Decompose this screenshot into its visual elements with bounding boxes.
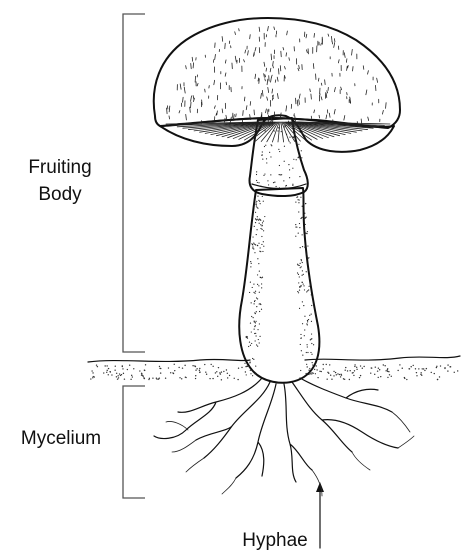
fruiting-body-label-line2: Body xyxy=(38,184,82,205)
fruiting-body-label-line1: Fruiting xyxy=(28,157,91,178)
soil-line xyxy=(88,356,460,381)
mycelium-label: Mycelium xyxy=(21,428,101,449)
mycelium-bracket xyxy=(123,386,145,498)
fruiting-body-bracket xyxy=(123,14,145,352)
mushroom-stem xyxy=(239,118,319,383)
mushroom-cap xyxy=(154,18,400,152)
mycelium-roots xyxy=(154,378,414,496)
hyphae-pointer-arrow xyxy=(316,482,324,548)
hyphae-label: Hyphae xyxy=(242,530,308,551)
